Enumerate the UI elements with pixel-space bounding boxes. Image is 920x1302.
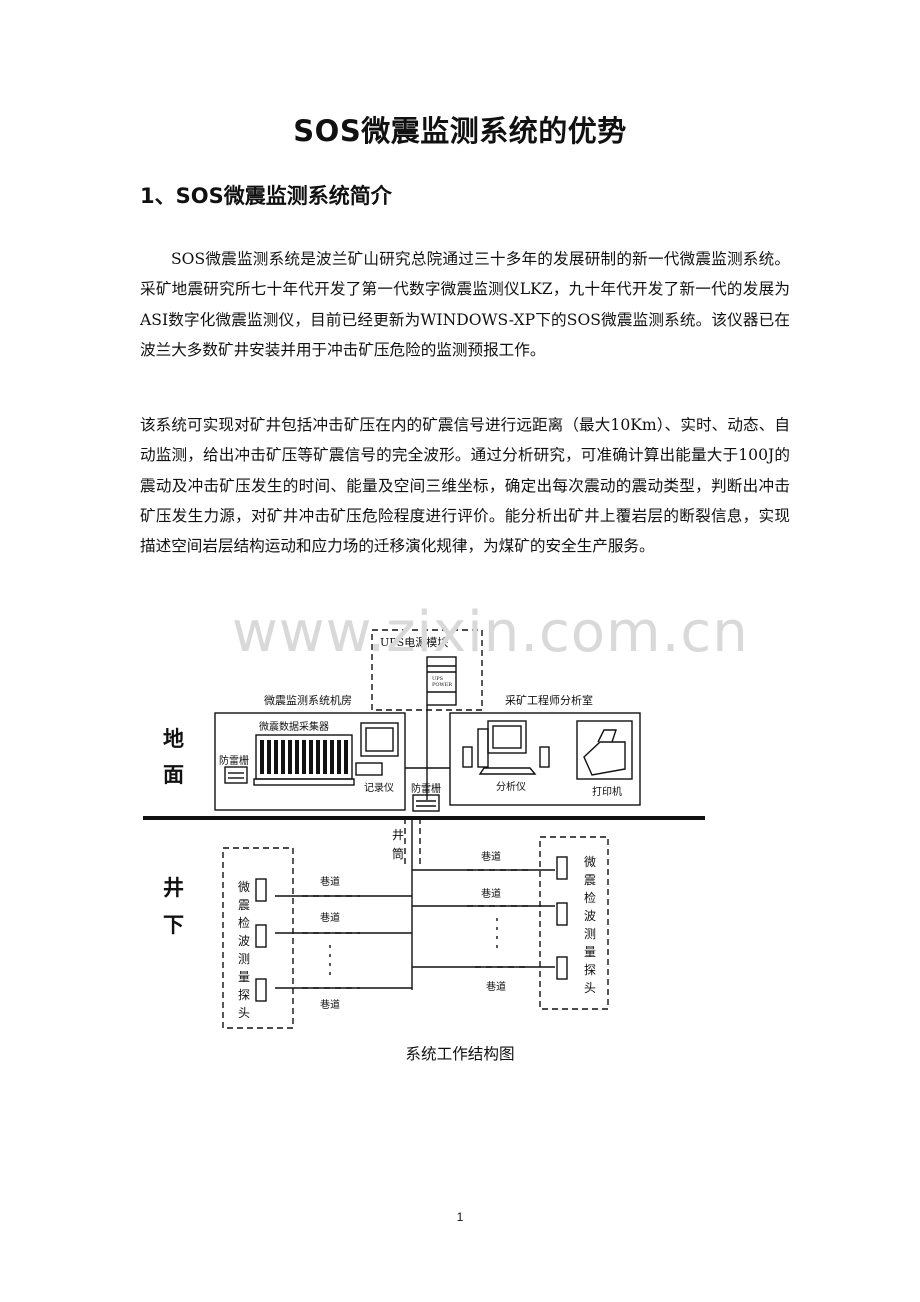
analyzer-tower-icon (477, 728, 489, 768)
ups-module-label: UPS电源模块 (380, 635, 448, 649)
probe-left-label-char: 微 (238, 880, 250, 894)
roadway-label-4: 巷道 (481, 850, 501, 863)
machine-room-label: 微震监测系统机房 (264, 693, 352, 707)
probe-left-1-icon (255, 878, 267, 902)
page-number: 1 (456, 1210, 464, 1224)
probe-left-3-icon (255, 978, 267, 1002)
recorder-label: 记录仪 (364, 782, 394, 794)
probe-left-label-char: 测 (238, 952, 250, 966)
lightning-protector-center-icon (412, 794, 440, 812)
document-title: SOS微震监测系统的优势 (293, 114, 627, 148)
probe-left-label-char: 震 (238, 898, 250, 912)
intro-paragraph: SOS微震监测系统是波兰矿山研究总院通过三十多年的发展研制的新一代微震监测系统。… (140, 250, 790, 359)
lightning-protector-left-icon (224, 766, 248, 784)
recorder-keyboard-icon (355, 762, 383, 776)
probe-left-label-char: 波 (238, 934, 250, 948)
analysis-room-label: 采矿工程师分析室 (505, 693, 593, 707)
probe-right-3-icon (556, 956, 568, 980)
analysis-room-box (449, 712, 641, 806)
left-probe-group-box (222, 847, 294, 1029)
watermark: www.zixin.com.cn (232, 600, 749, 665)
ups-label-2: POWER (432, 682, 452, 688)
probe-right-label-char: 量 (584, 945, 596, 959)
ups-cabinet-icon (426, 656, 457, 706)
probe-right-label-char: 测 (584, 927, 596, 941)
roadway-label-1: 巷道 (320, 875, 340, 888)
probe-right-1-icon (556, 856, 568, 880)
underground-label-char-1: 井 (163, 875, 184, 900)
probe-right-label-char: 探 (584, 963, 596, 977)
ground-label-char-1: 地 (163, 726, 184, 751)
analyzer-label: 分析仪 (496, 780, 526, 793)
shaft-label-char-1: 井 (392, 828, 404, 842)
capability-paragraph: 该系统可实现对矿井包括冲击矿压在内的矿震信号进行远距离（最大10Km）、实时、动… (140, 416, 790, 556)
probe-right-label-char: 波 (584, 909, 596, 923)
probe-right-label-char: 微 (584, 855, 596, 869)
section-heading: 1、SOS微震监测系统简介 (140, 184, 392, 208)
speaker-left-icon (462, 746, 473, 768)
probe-left-label-char: 量 (238, 970, 250, 984)
analyzer-keyboard-icon (478, 767, 537, 775)
probe-left-label-char: 探 (238, 988, 250, 1002)
lightning-left-label: 防雷栅 (219, 754, 249, 767)
machine-room-box (214, 712, 406, 811)
recorder-monitor-icon (360, 722, 399, 757)
roadway-label-5: 巷道 (481, 887, 501, 900)
probe-right-label-char: 检 (584, 890, 596, 905)
underground-label-char-2: 下 (163, 912, 184, 937)
roadway-label-3: 巷道 (320, 998, 340, 1011)
probe-right-label-char: 震 (584, 873, 596, 887)
collector-label: 微震数据采集器 (259, 720, 329, 733)
figure-caption: 系统工作结构图 (405, 1045, 515, 1063)
printer-frame-icon (576, 720, 633, 780)
probe-right-label-char: 头 (584, 981, 596, 995)
ground-label-char-2: 面 (163, 762, 184, 787)
probe-left-label-char: 头 (238, 1006, 250, 1020)
speaker-right-icon (539, 746, 550, 768)
shaft-label-char-2: 筒 (392, 846, 404, 861)
roadway-label-2: 巷道 (320, 911, 340, 924)
right-probe-group-box (539, 836, 609, 1010)
probe-left-2-icon (255, 924, 267, 948)
probe-right-2-icon (556, 902, 568, 926)
ups-label-1: UPS (432, 676, 444, 682)
printer-label: 打印机 (592, 785, 622, 798)
probe-left-label-char: 检 (238, 915, 250, 930)
roadway-label-6: 巷道 (486, 980, 506, 993)
lightning-center-label: 防雷栅 (411, 782, 441, 795)
